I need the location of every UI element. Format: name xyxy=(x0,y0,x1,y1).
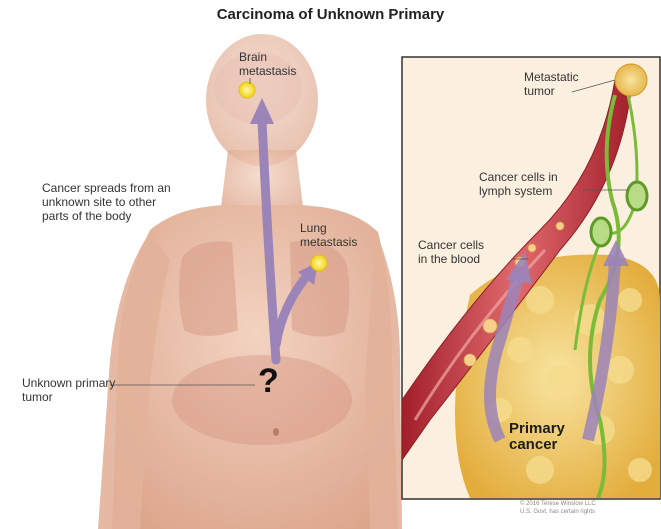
spread-label: Cancer spreads from anunknown site to ot… xyxy=(42,181,171,223)
brain-metastasis-dot xyxy=(239,82,255,98)
brain-metastasis-label: Brainmetastasis xyxy=(239,50,296,78)
lung-metastasis-label: Lungmetastasis xyxy=(300,221,357,249)
primary-cancer-label: Primarycancer xyxy=(509,421,565,453)
lymph-node xyxy=(627,182,647,210)
metastatic-tumor xyxy=(615,64,647,96)
lung-metastasis-dot xyxy=(311,255,327,271)
human-body xyxy=(98,34,402,529)
image-credit: © 2016 Terese Winslow LLCU.S. Govt. has … xyxy=(520,500,596,516)
blood-cells-label: Cancer cellsin the blood xyxy=(418,238,484,266)
lymph-system-label: Cancer cells inlymph system xyxy=(479,170,558,198)
unknown-site-marker: ? xyxy=(258,362,279,401)
lymph-node xyxy=(591,218,611,246)
metastatic-tumor-label: Metastatictumor xyxy=(524,70,579,98)
unknown-primary-label: Unknown primarytumor xyxy=(22,376,115,404)
